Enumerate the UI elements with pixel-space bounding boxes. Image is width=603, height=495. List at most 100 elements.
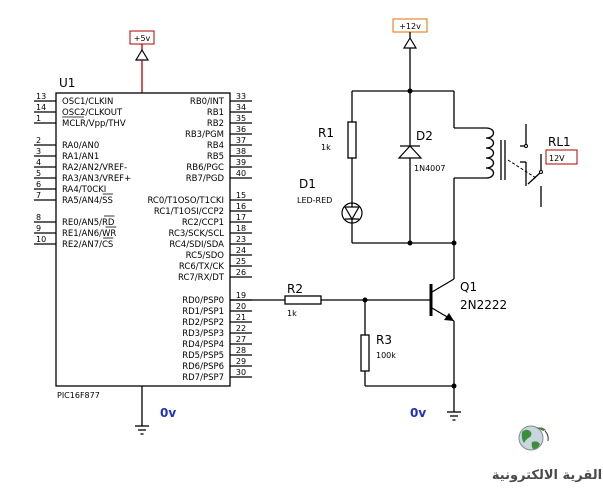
pin-name-left: OSC2/CLKOUT xyxy=(62,108,123,118)
rl1-contacts xyxy=(507,124,543,207)
pin-name-right: RD3/PSP3 xyxy=(182,329,224,339)
pin-number-right: 39 xyxy=(236,158,246,167)
pin-number-right: 23 xyxy=(236,235,246,244)
mcu-right-pins: 33RB0/INT34RB135RB236RB3/PGM37RB438RB539… xyxy=(147,92,252,383)
pin-number-right: 34 xyxy=(236,103,246,112)
pin-number-right: 33 xyxy=(236,92,246,101)
pin-name-left: RA5/AN4/SS xyxy=(62,196,113,206)
r1-ref: R1 xyxy=(318,126,334,140)
pin-number-right: 15 xyxy=(236,191,246,200)
rl1-coil xyxy=(485,127,495,179)
pin-number-right: 22 xyxy=(236,324,246,333)
pin-name-right: RB1 xyxy=(207,108,224,118)
pin-name-left: OSC1/CLKIN xyxy=(62,97,113,107)
village-logo-icon xyxy=(518,425,549,451)
pin-number-right: 27 xyxy=(236,335,246,344)
pin-name-left: RE2/AN7/CS xyxy=(62,240,113,250)
pin-number-right: 37 xyxy=(236,136,246,145)
pin-number-right: 25 xyxy=(236,257,246,266)
rl1-ref: RL1 xyxy=(548,135,571,149)
r2-value: 1k xyxy=(287,309,297,318)
pin-name-left: RA3/AN3/VREF+ xyxy=(62,174,131,184)
pin-number-left: 10 xyxy=(36,235,46,244)
pin-number-right: 19 xyxy=(236,291,246,300)
supply-12v-arrow xyxy=(402,36,418,49)
supply-5v-arrow xyxy=(134,48,150,61)
r2-resistor xyxy=(284,295,322,305)
pin-name-right: RB5 xyxy=(207,152,224,162)
pin-number-right: 35 xyxy=(236,114,246,123)
pin-name-left: RA0/AN0 xyxy=(62,141,99,151)
d2-diode xyxy=(397,145,423,159)
supply-12v-label: +12v xyxy=(399,22,421,31)
pin-name-right: RD7/PSP7 xyxy=(182,373,224,383)
pin-name-right: RD1/PSP1 xyxy=(182,307,224,317)
d2-value: 1N4007 xyxy=(414,164,445,173)
rl1-value: 12V xyxy=(549,154,565,163)
pin-name-right: RD6/PSP6 xyxy=(182,362,224,372)
pin-name-left: RA2/AN2/VREF- xyxy=(62,163,127,173)
r3-resistor xyxy=(360,334,370,372)
pin-number-right: 30 xyxy=(236,368,246,377)
ground-left-label: 0v xyxy=(160,406,176,420)
pin-name-right: RD0/PSP0 xyxy=(182,296,224,306)
pin-name-left: RE1/AN6/WR xyxy=(62,229,116,239)
mcu-body xyxy=(55,92,231,387)
pin-number-left: 1 xyxy=(36,114,41,123)
pin-name-right: RC7/RX/DT xyxy=(178,273,225,283)
pin-name-right: RB0/INT xyxy=(190,97,225,107)
rl1-value-box xyxy=(545,149,578,165)
pin-name-left: RA4/T0CKI xyxy=(62,185,106,195)
r2-ref: R2 xyxy=(287,282,303,296)
pin-number-right: 18 xyxy=(236,224,246,233)
junction-collector-d2 xyxy=(407,240,413,246)
pin-number-right: 26 xyxy=(236,268,246,277)
d1-ref: D1 xyxy=(299,177,316,191)
pin-number-right: 28 xyxy=(236,346,246,355)
logo-text: القرية الالكترونية xyxy=(492,468,602,483)
pin-number-left: 4 xyxy=(36,158,41,167)
ground-right-label: 0v xyxy=(410,406,426,420)
mcu-ref: U1 xyxy=(59,76,75,90)
pin-name-right: RC5/SDO xyxy=(186,251,225,261)
pin-number-left: 9 xyxy=(36,224,41,233)
r1-resistor xyxy=(347,121,357,159)
q1-transistor xyxy=(429,278,455,322)
pin-number-right: 24 xyxy=(236,246,246,255)
r3-value: 100k xyxy=(376,351,396,360)
pin-number-right: 16 xyxy=(236,202,246,211)
pin-number-left: 13 xyxy=(36,92,46,101)
pin-number-right: 17 xyxy=(236,213,246,222)
pin-name-left: MCLR/Vpp/THV xyxy=(62,119,126,129)
pin-number-left: 7 xyxy=(36,191,41,200)
pin-name-right: RC6/TX/CK xyxy=(179,262,225,272)
d1-value: LED-RED xyxy=(297,196,332,205)
relay-ground-icon xyxy=(447,411,461,421)
pin-name-left: RE0/AN5/RD xyxy=(62,218,115,228)
pin-number-right: 36 xyxy=(236,125,246,134)
pin-name-right: RC2/CCP1 xyxy=(182,218,224,228)
pin-number-right: 38 xyxy=(236,147,246,156)
pin-name-right: RB6/PGC xyxy=(186,163,224,173)
r1-value: 1k xyxy=(321,143,331,152)
pin-name-right: RD5/PSP5 xyxy=(182,351,224,361)
pin-number-right: 20 xyxy=(236,302,246,311)
pin-number-left: 2 xyxy=(36,136,41,145)
pin-name-right: RC0/T1OSO/T1CKI xyxy=(147,196,224,206)
d1-led xyxy=(341,200,363,226)
d2-ref: D2 xyxy=(416,129,433,143)
q1-value: 2N2222 xyxy=(460,298,507,312)
pin-name-right: RB7/PGD xyxy=(186,174,225,184)
r3-ref: R3 xyxy=(376,333,392,347)
pin-name-right: RD2/PSP2 xyxy=(182,318,224,328)
supply-5v-label: +5v xyxy=(134,34,151,43)
pin-number-left: 14 xyxy=(36,103,46,112)
pin-name-right: RC3/SCK/SCL xyxy=(168,229,224,239)
pin-name-right: RB3/PGM xyxy=(185,130,224,140)
mcu-ground-icon xyxy=(135,425,149,435)
pin-number-left: 8 xyxy=(36,213,41,222)
pin-name-right: RB2 xyxy=(207,119,224,129)
pin-name-right: RC4/SDI/SDA xyxy=(169,240,224,250)
